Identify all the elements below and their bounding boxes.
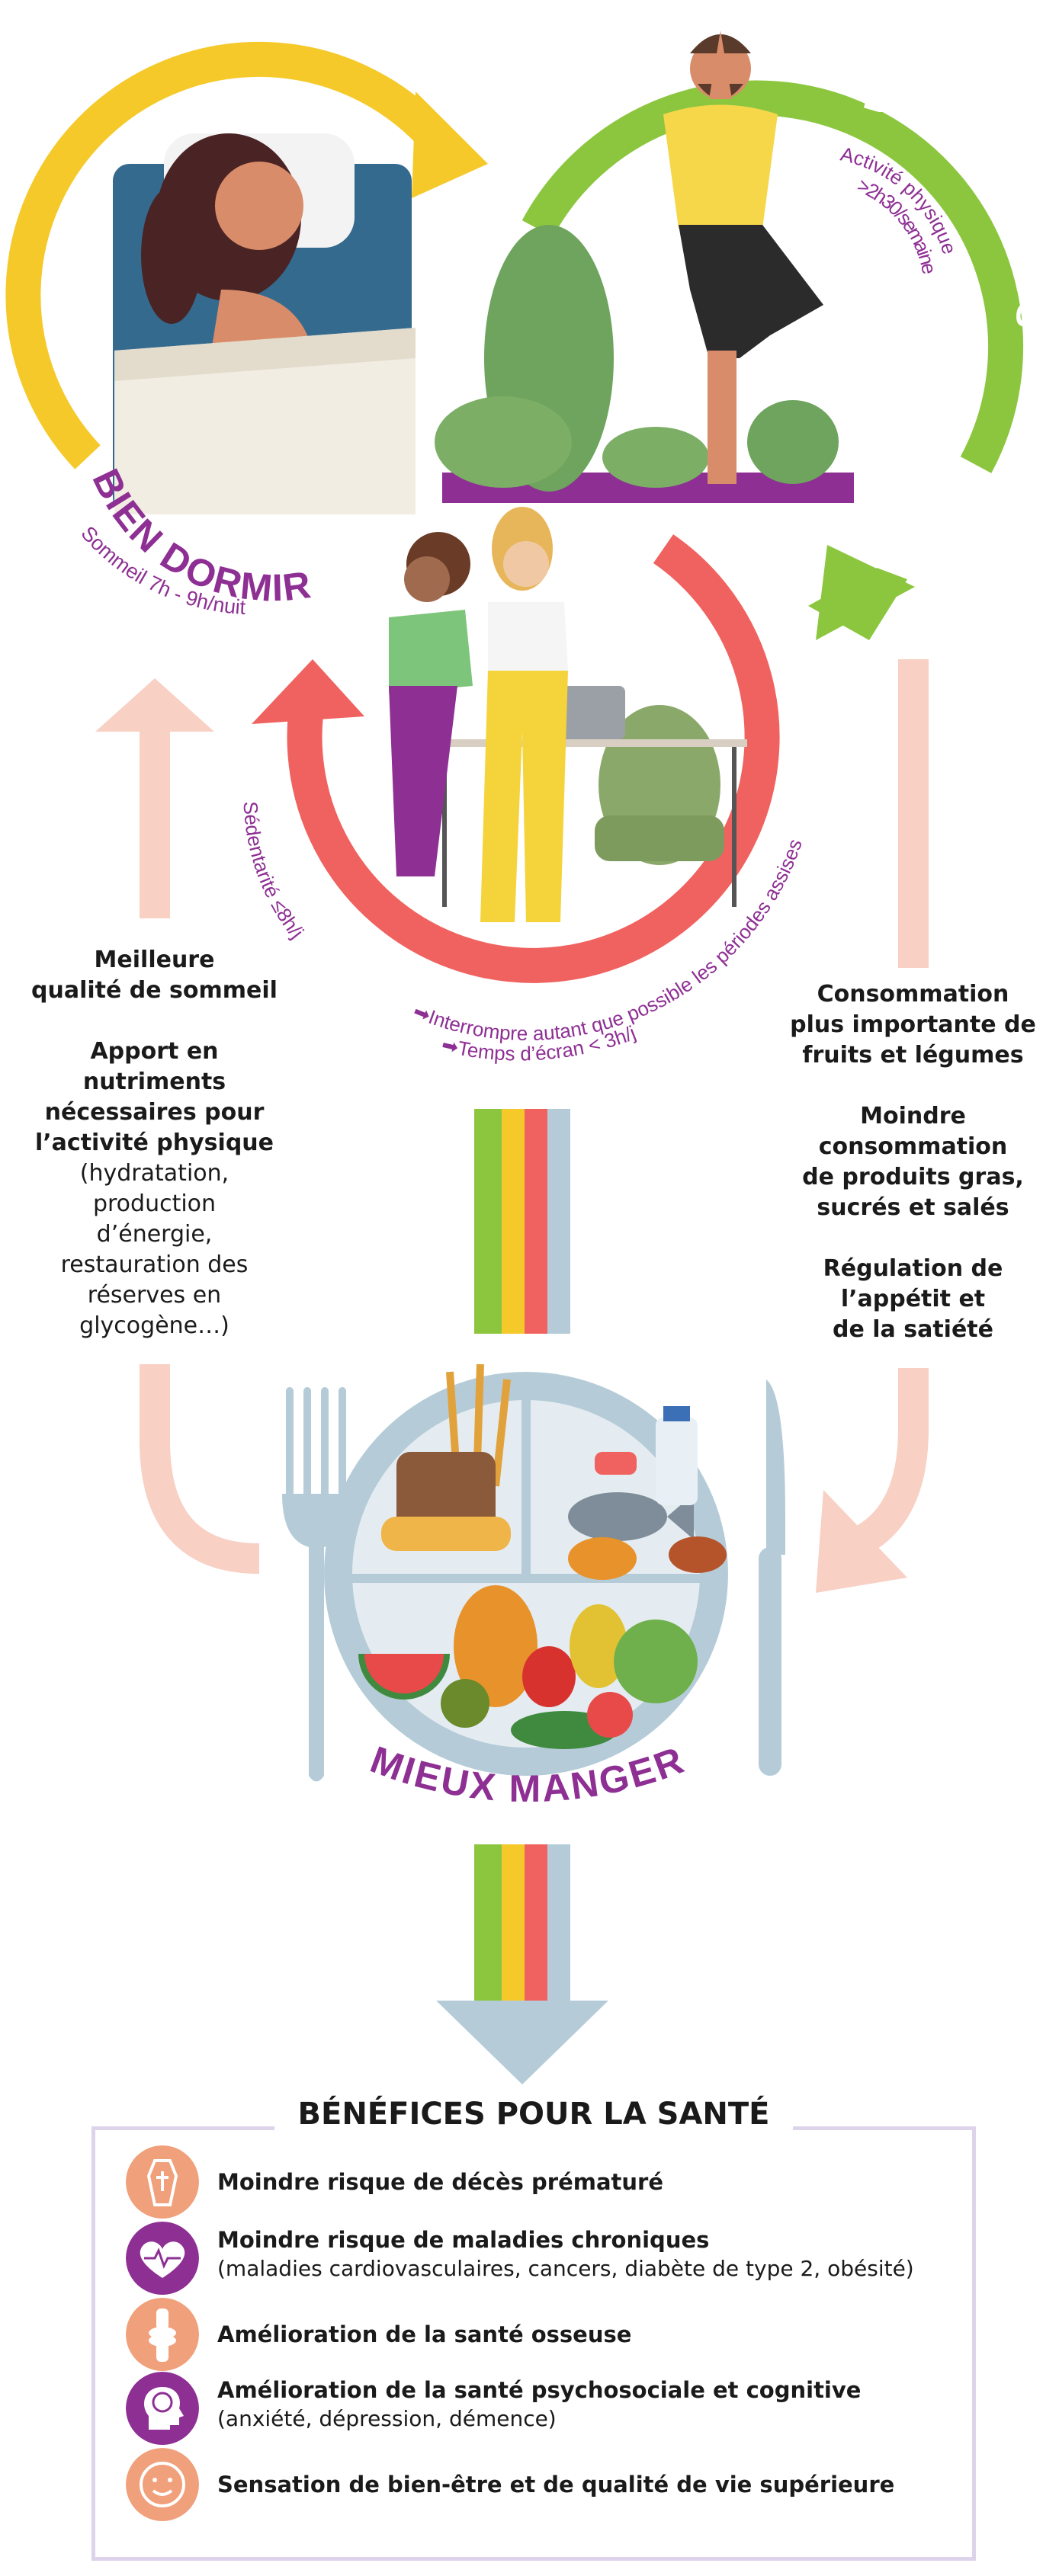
coffin-icon (126, 2145, 199, 2219)
sleep-cycle-arrow (5, 42, 488, 469)
benefit-title: Moindre risque de maladies chroniques (217, 2227, 710, 2253)
left-line-7: (hydratation, (79, 1160, 229, 1187)
right-benefits-column: Consommation plus importante de fruits e… (770, 979, 1056, 1345)
right-spacer-2 (770, 1223, 1056, 1254)
sleeping-woman-illustration (113, 133, 416, 514)
left-up-arrow (95, 678, 260, 1574)
move-cycle-arrow (521, 80, 1024, 640)
benefit-title: Amélioration de la santé psychosociale e… (217, 2377, 862, 2403)
left-line-11: réserves en (87, 1282, 222, 1309)
lower-stripes-arrow (436, 1844, 608, 2084)
office-women-illustration (389, 507, 747, 922)
right-line-9: l’appétit et (840, 1286, 986, 1312)
left-line-1: Meilleure (94, 947, 215, 973)
sedentary-detail-line1-text: Sédentarité ≤8h/j (239, 801, 309, 943)
smiley-icon (126, 2448, 199, 2521)
right-line-7: sucrés et salés (817, 1194, 1009, 1221)
sedentary-detail-line1: Sédentarité ≤8h/j (239, 801, 309, 943)
left-line-4: nutriments (82, 1069, 226, 1095)
left-line-9: d’énergie, (96, 1221, 213, 1248)
health-benefits-title: BÉNÉFICES POUR LA SANTÉ (274, 2091, 793, 2137)
knee-bone-icon (126, 2298, 199, 2371)
benefit-item-well-being: Sensation de bien-être et de qualité de … (126, 2448, 964, 2521)
right-line-6: de produits gras, (802, 1164, 1024, 1190)
left-line-12: glycogène…) (79, 1312, 229, 1339)
yoga-man-illustration (435, 30, 854, 503)
right-spacer-1 (770, 1071, 1056, 1101)
benefit-item-bone-health: Amélioration de la santé osseuse (126, 2298, 964, 2371)
left-line-6: l’activité physique (34, 1129, 274, 1156)
knife-icon (759, 1379, 785, 1776)
benefit-title: Moindre risque de décès prématuré (217, 2169, 664, 2195)
right-line-2: plus importante de (790, 1011, 1036, 1038)
right-line-1: Consommation (817, 981, 1009, 1008)
benefit-detail: (anxiété, dépression, démence) (217, 2406, 557, 2431)
benefit-detail: (maladies cardiovasculaires, cancers, di… (217, 2256, 914, 2281)
left-spacer (23, 1006, 286, 1036)
right-line-4: Moindre (860, 1103, 966, 1129)
right-line-5: consommation (818, 1133, 1008, 1160)
plate-illustration (324, 1363, 728, 1776)
heart-pulse-icon (126, 2222, 199, 2295)
left-benefits-column: Meilleure qualité de sommeil Apport en n… (23, 945, 286, 1341)
benefit-item-psychosocial-health: Amélioration de la santé psychosociale e… (126, 2372, 964, 2445)
right-line-3: fruits et légumes (802, 1042, 1024, 1069)
left-line-8: production (92, 1190, 217, 1217)
right-line-8: Régulation de (823, 1255, 1003, 1282)
sedentary-cycle-arrow (252, 534, 780, 983)
benefit-item-chronic-diseases: Moindre risque de maladies chroniques (m… (126, 2222, 964, 2295)
fork-icon (282, 1387, 351, 1782)
left-line-2: qualité de sommeil (31, 977, 278, 1004)
left-line-5: nécessaires pour (44, 1099, 265, 1126)
left-line-10: restauration des (60, 1251, 249, 1278)
benefit-title: Amélioration de la santé osseuse (217, 2321, 632, 2347)
right-line-10: de la satiété (833, 1316, 993, 1343)
upper-stripes (474, 1109, 570, 1334)
right-down-arrow (816, 659, 929, 1593)
benefit-title: Sensation de bien-être et de qualité de … (217, 2472, 895, 2498)
left-line-3: Apport en (90, 1038, 219, 1065)
benefit-item-premature-death: Moindre risque de décès prématuré (126, 2145, 964, 2219)
head-brain-icon (126, 2372, 199, 2445)
